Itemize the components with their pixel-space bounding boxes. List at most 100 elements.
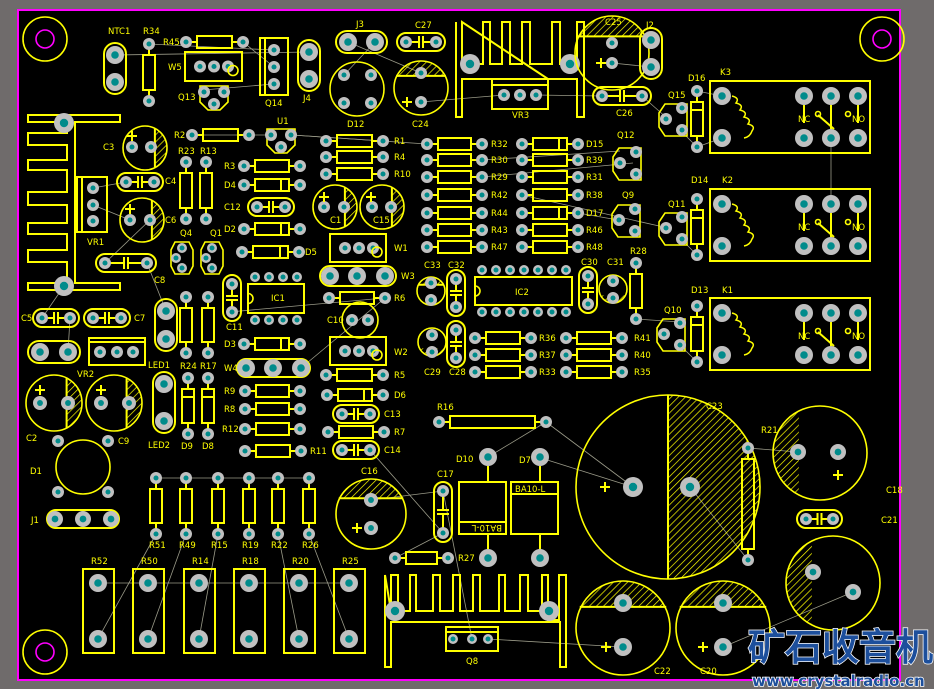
pad-hole	[195, 579, 203, 587]
pad-hole	[809, 568, 817, 576]
power-resistor-outline	[183, 568, 216, 654]
designator-label: C15	[373, 216, 390, 226]
designator-label: J1	[30, 516, 39, 526]
pad-hole	[745, 557, 751, 563]
pad-hole	[65, 400, 71, 406]
pad-hole	[185, 431, 191, 437]
designator-label: R33	[539, 368, 556, 378]
pad-hole	[295, 635, 303, 643]
pad-hole	[380, 138, 386, 144]
designator-label: C20	[700, 667, 717, 677]
pad-hole	[677, 320, 683, 326]
pad-hole	[718, 309, 726, 317]
pad-hole	[484, 453, 492, 461]
designator-label: NC	[798, 115, 810, 125]
connector-outline	[297, 39, 321, 92]
pad-hole	[105, 438, 111, 444]
pad-hole	[252, 274, 258, 280]
pad-hole	[326, 272, 334, 280]
pad-hole	[368, 525, 374, 531]
pad-hole	[297, 341, 303, 347]
pad-hole	[114, 349, 120, 355]
designator-label: C30	[581, 258, 598, 268]
pad-hole	[617, 160, 623, 166]
designator-label: Q1	[210, 229, 222, 239]
pad-hole	[563, 267, 569, 273]
pad-hole	[344, 38, 352, 46]
pad-hole	[275, 531, 281, 537]
pad-hole	[64, 348, 72, 356]
pad-hole	[544, 606, 554, 616]
designator-label: NTC1	[108, 27, 130, 37]
designator-label: W5	[168, 63, 182, 73]
pad-hole	[59, 281, 69, 291]
pad-hole	[575, 157, 581, 163]
designator-label: C11	[226, 323, 243, 333]
designator-label: R4	[394, 153, 405, 163]
designator-label: D7	[519, 456, 531, 466]
pad-hole	[745, 445, 751, 451]
power-resistor-outline	[333, 568, 366, 654]
mounting-hole-drill	[872, 29, 892, 49]
pad-hole	[126, 400, 132, 406]
pad-hole	[241, 163, 247, 169]
pad-hole	[679, 214, 685, 220]
designator-label: D17	[586, 209, 603, 219]
pad-hole	[575, 174, 581, 180]
relay-contact	[814, 110, 822, 118]
pad-hole	[356, 245, 362, 251]
designator-label: C21	[881, 516, 898, 526]
trimmer-knob	[227, 64, 239, 77]
to220-outline	[259, 37, 289, 96]
pad-hole	[563, 309, 569, 315]
pad-hole	[565, 59, 575, 69]
designator-label: J2	[645, 21, 654, 31]
designator-label: C2	[26, 434, 37, 444]
pad-hole	[242, 406, 248, 412]
pad-hole	[324, 392, 330, 398]
ic-notch	[247, 292, 254, 305]
capacitor-outline	[578, 266, 598, 314]
designator-label: D3	[224, 340, 236, 350]
pad-hole	[827, 134, 835, 142]
pad-hole	[800, 200, 808, 208]
relay-switch	[817, 114, 835, 130]
relay-outline	[709, 188, 871, 262]
pad-hole	[282, 204, 288, 210]
pad-hole	[209, 245, 215, 251]
pad-hole	[632, 206, 638, 212]
capacitor-outline	[433, 481, 453, 543]
pad-hole	[609, 40, 615, 46]
pad-hole	[830, 516, 836, 522]
designator-label: R15	[211, 541, 228, 551]
designator-label: C32	[448, 261, 465, 271]
pad-hole	[694, 144, 700, 150]
pad-hole	[79, 515, 87, 523]
designator-label: C29	[424, 368, 441, 378]
relay-outline	[709, 297, 871, 371]
bridge-outline	[510, 481, 559, 535]
mounting-hole	[22, 629, 68, 675]
polarity-hatch	[391, 185, 404, 229]
transistor-outline	[199, 85, 229, 111]
pad-hole	[436, 419, 442, 425]
pad-hole	[380, 171, 386, 177]
designator-label: C25	[605, 18, 622, 28]
pad-hole	[129, 144, 135, 150]
pad-hole	[197, 63, 203, 70]
designator-label: BA10-L	[471, 522, 502, 532]
pad-hole	[246, 132, 252, 138]
relay-contact	[844, 218, 852, 226]
pad-hole	[189, 132, 195, 138]
relay-contact	[814, 327, 822, 335]
pad-hole	[519, 227, 525, 233]
designator-label: D12	[347, 120, 364, 130]
pad-hole	[36, 348, 44, 356]
designator-label: IC2	[515, 288, 529, 298]
pad-hole	[472, 335, 478, 341]
pad-hole	[854, 134, 862, 142]
trimmer-knob	[371, 246, 383, 258]
pad-hole	[661, 331, 667, 337]
